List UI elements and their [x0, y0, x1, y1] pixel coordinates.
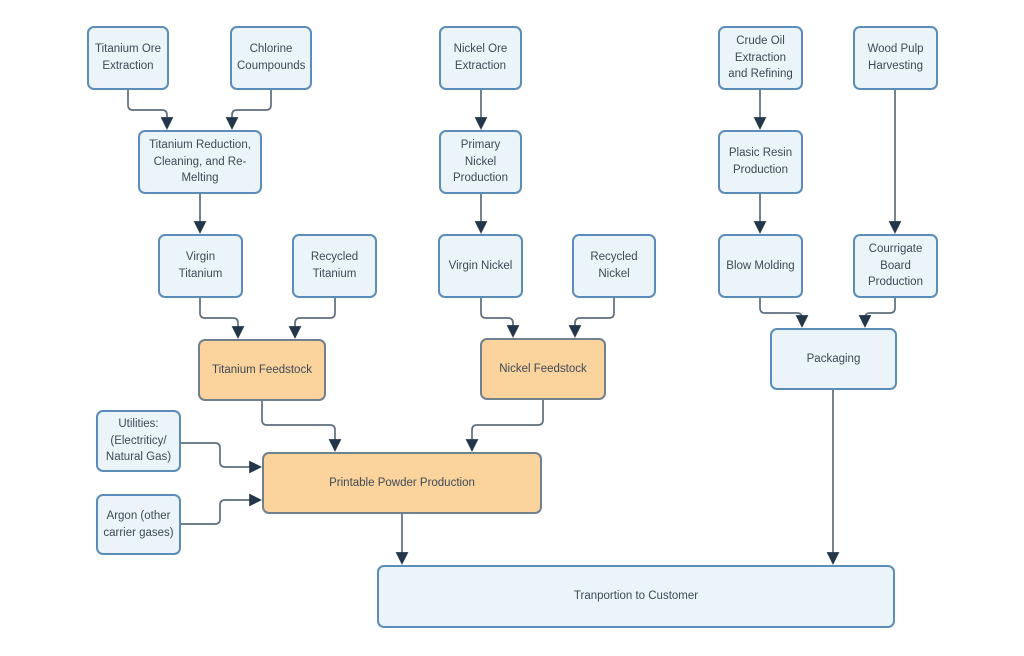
edge-titanium-ore-extraction-to-titanium-reduction: [127, 90, 174, 130]
node-corrugate-board-production[interactable]: Courrigate Board Production: [853, 234, 938, 298]
node-recycled-nickel[interactable]: Recycled Nickel: [572, 234, 656, 298]
edge-corrugate-board-production-to-packaging: [858, 298, 896, 328]
edge-chlorine-compounds-to-titanium-reduction: [225, 90, 272, 130]
node-label: Virgin Nickel: [448, 259, 513, 272]
node-chlorine-compounds[interactable]: Chlorine Coumpounds: [230, 26, 312, 90]
node-titanium-feedstock[interactable]: Titanium Feedstock: [198, 339, 326, 401]
node-label: Crude Oil Extraction and Refining: [728, 34, 793, 81]
node-virgin-titanium[interactable]: Virgin Titanium: [158, 234, 243, 298]
node-label: Nickel Feedstock: [499, 362, 587, 375]
node-label: Tranportion to Customer: [573, 590, 699, 603]
node-label: Wood Pulp Harvesting: [867, 43, 924, 72]
node-label: Primary Nickel Production: [453, 138, 508, 185]
edge-blow-molding-to-packaging: [759, 298, 809, 328]
node-label: Argon (other carrier gases): [103, 509, 174, 539]
node-label: Utilities: (Electriticy/ Natural Gas): [105, 417, 172, 464]
node-nickel-ore-extraction[interactable]: Nickel Ore Extraction: [439, 26, 522, 90]
node-packaging[interactable]: Packaging: [770, 328, 897, 390]
node-utilities[interactable]: Utilities: (Electriticy/ Natural Gas): [96, 410, 181, 472]
node-label: Chlorine Coumpounds: [237, 43, 306, 72]
node-titanium-ore-extraction[interactable]: Titanium Ore Extraction: [87, 26, 169, 90]
node-argon[interactable]: Argon (other carrier gases): [96, 494, 181, 555]
edge-titanium-feedstock-to-printable-powder-production: [261, 401, 342, 452]
edge-utilities-to-printable-powder-production: [181, 442, 262, 474]
node-wood-pulp-harvesting[interactable]: Wood Pulp Harvesting: [853, 26, 938, 90]
node-printable-powder-production[interactable]: Printable Powder Production: [262, 452, 542, 514]
node-nickel-feedstock[interactable]: Nickel Feedstock: [480, 338, 606, 400]
node-recycled-titanium[interactable]: Recycled Titanium: [292, 234, 377, 298]
node-transportation-to-customer[interactable]: Tranportion to Customer: [377, 565, 895, 628]
node-label: Packaging: [806, 352, 861, 365]
node-plastic-resin-production[interactable]: Plasic Resin Production: [718, 130, 803, 194]
node-label: Virgin Titanium: [178, 251, 223, 280]
node-blow-molding[interactable]: Blow Molding: [718, 234, 803, 298]
node-virgin-nickel[interactable]: Virgin Nickel: [438, 234, 523, 298]
node-label: Blow Molding: [726, 259, 795, 272]
edge-argon-to-printable-powder-production: [181, 493, 262, 525]
node-titanium-reduction[interactable]: Titanium Reduction, Cleaning, and Re-Mel…: [138, 130, 262, 194]
node-primary-nickel-production[interactable]: Primary Nickel Production: [439, 130, 522, 194]
node-label: Plasic Resin Production: [728, 147, 793, 176]
node-crude-oil-extraction[interactable]: Crude Oil Extraction and Refining: [718, 26, 803, 90]
node-label: Recycled Titanium: [310, 251, 359, 280]
edge-virgin-titanium-to-titanium-feedstock: [199, 298, 245, 339]
node-label: Nickel Ore Extraction: [453, 43, 508, 72]
node-label: Recycled Nickel: [590, 251, 638, 280]
node-label: Titanium Ore Extraction: [94, 43, 162, 72]
edge-recycled-titanium-to-titanium-feedstock: [288, 298, 336, 339]
node-label: Titanium Reduction, Cleaning, and Re-Mel…: [149, 138, 251, 185]
node-label: Titanium Feedstock: [212, 363, 312, 376]
edge-recycled-nickel-to-nickel-feedstock: [568, 298, 615, 338]
edge-virgin-nickel-to-nickel-feedstock: [480, 298, 520, 338]
node-label: Printable Powder Production: [329, 476, 475, 489]
node-label: Courrigate Board Production: [868, 242, 923, 289]
edge-nickel-feedstock-to-printable-powder-production: [465, 400, 544, 452]
